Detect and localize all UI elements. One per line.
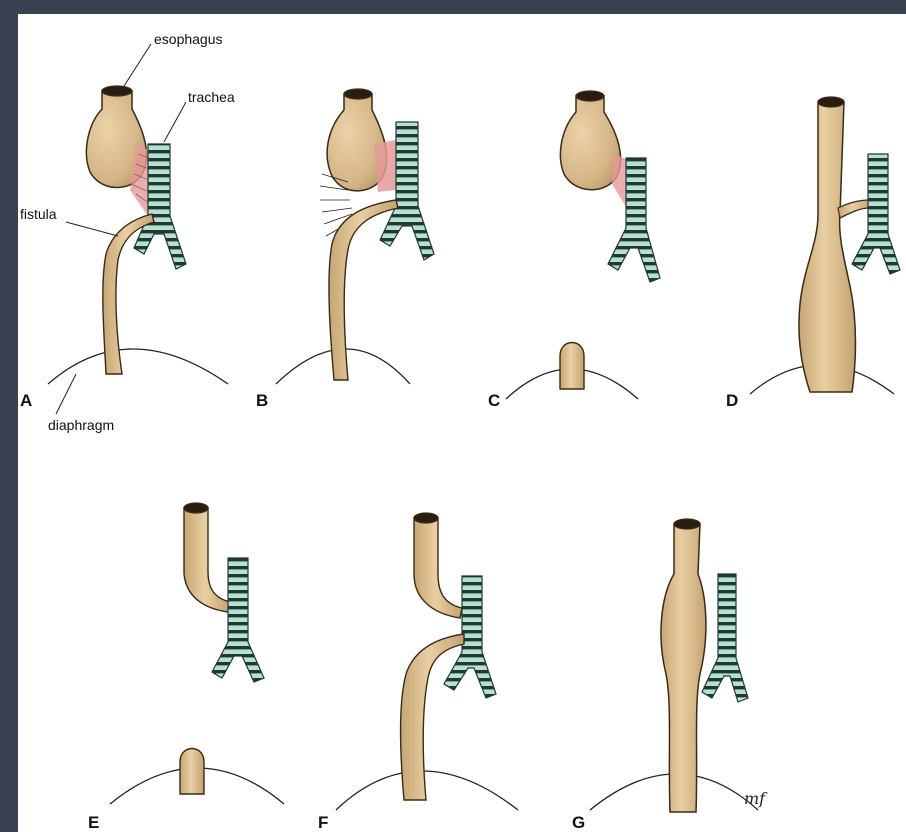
lower-esophagus-stub (560, 343, 584, 390)
upper-esophagus-with-fistula (184, 508, 230, 612)
trachea (212, 558, 264, 682)
esophagus-opening (102, 86, 132, 96)
fistula-label: fistula (20, 206, 57, 222)
panel-g (590, 519, 758, 812)
artist-signature: mf (744, 789, 768, 808)
panel-label-e: E (88, 813, 99, 832)
trachea (702, 574, 748, 702)
panel-e (110, 503, 284, 804)
esophagus-opening (414, 513, 438, 523)
esophagus-opening (184, 503, 208, 513)
lower-esophagus-stub (180, 749, 204, 795)
panel-f (336, 513, 518, 810)
panel-label-b: B (256, 391, 268, 410)
esophagus-label: esophagus (154, 31, 223, 47)
trachea-callout-line (164, 102, 186, 142)
esophagus-opening (674, 519, 700, 529)
esophagus-opening (576, 91, 604, 101)
trachea (852, 154, 900, 274)
panel-d (750, 97, 900, 394)
figure-panel: esophagus trachea fistula diaphragm A B … (18, 14, 906, 832)
panel-label-a: A (20, 391, 32, 410)
upper-esophagus-pouch (560, 96, 620, 190)
diaphragm-callout-line (56, 374, 76, 414)
diaphragm-arc (336, 771, 518, 810)
panel-label-g: G (572, 813, 585, 832)
panel-c (506, 91, 660, 399)
trachea-label: trachea (188, 89, 235, 105)
fistula-callout-line (66, 222, 118, 236)
esophagus-continuous (661, 524, 706, 812)
esophagus-opening (344, 89, 372, 99)
esophagus-opening (818, 97, 844, 107)
panel-label-d: D (726, 391, 738, 410)
upper-esophagus-with-fistula (414, 518, 462, 618)
tef-variants-diagram: esophagus trachea fistula diaphragm A B … (18, 14, 906, 832)
fistula-connector (838, 200, 870, 218)
diaphragm-arc (48, 349, 228, 384)
panel-b (276, 89, 434, 384)
esophagus-continuous (799, 102, 856, 392)
panel-label-c: C (488, 391, 500, 410)
diaphragm-label: diaphragm (48, 417, 114, 433)
esophagus-callout-line (124, 44, 151, 86)
panel-label-f: F (318, 813, 328, 832)
